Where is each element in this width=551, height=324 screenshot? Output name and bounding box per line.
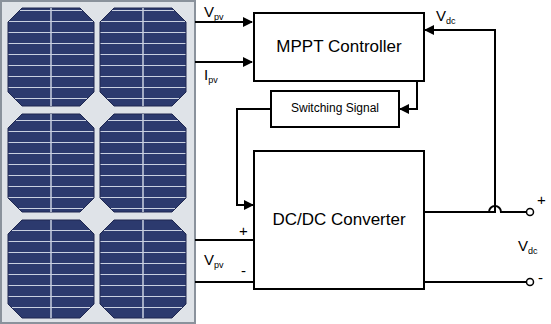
solar-cell xyxy=(100,114,186,212)
terminal xyxy=(527,209,534,216)
solar-cell xyxy=(8,114,94,212)
signal-name: Vdc xyxy=(436,8,456,26)
process-box: DC/DC Converter xyxy=(253,150,425,290)
ipv-wire xyxy=(195,61,252,63)
polarity-sign: - xyxy=(538,270,543,285)
process-box: MPPT Controller xyxy=(253,12,425,82)
signal-arrow xyxy=(400,82,417,109)
pv-plus-wire xyxy=(195,239,253,241)
busbar xyxy=(50,114,52,212)
box-label: DC/DC Converter xyxy=(266,208,411,232)
signal-name: Vdc xyxy=(518,238,538,256)
busbar xyxy=(142,114,144,212)
signal-name: Ipv xyxy=(204,67,218,85)
output-minus-wire xyxy=(425,281,527,283)
solar-cell xyxy=(100,220,186,318)
signal-name: Vpv xyxy=(204,252,224,270)
pv-minus-wire xyxy=(195,281,253,283)
busbar xyxy=(50,8,52,106)
box-label: MPPT Controller xyxy=(270,35,407,59)
signal-name: Vpv xyxy=(204,4,224,22)
polarity-sign: - xyxy=(241,263,246,278)
solar-cell xyxy=(100,8,186,106)
busbar xyxy=(142,220,144,318)
busbar xyxy=(142,8,144,106)
solar-cell xyxy=(8,8,94,106)
solar-cell xyxy=(8,220,94,318)
solar-cells xyxy=(8,8,186,318)
polarity-sign: + xyxy=(239,223,248,238)
box-label: Switching Signal xyxy=(285,100,385,118)
busbar xyxy=(50,220,52,318)
terminal xyxy=(527,279,534,286)
polarity-sign: + xyxy=(537,192,546,207)
panel-frame xyxy=(1,1,195,323)
process-box: Switching Signal xyxy=(270,90,400,128)
signal-arrow xyxy=(425,30,495,212)
